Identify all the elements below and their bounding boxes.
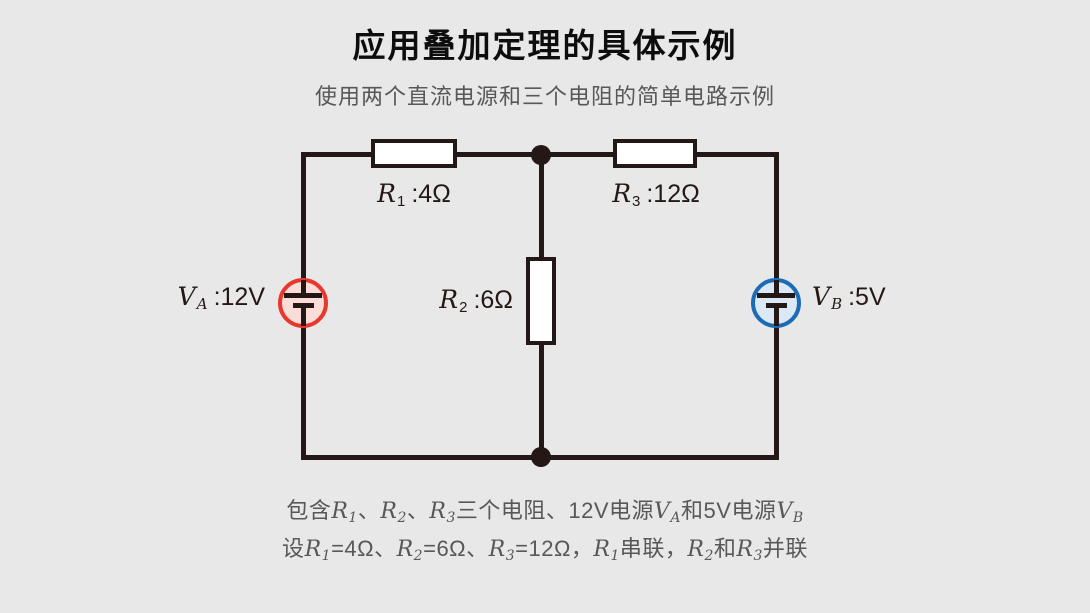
page-title: 应用叠加定理的具体示例 <box>352 27 738 64</box>
label-va: VA :12V <box>130 282 265 319</box>
description-line-1: 包含R1、R2、R3三个电阻、12V电源VA和5V电源VB <box>286 498 804 526</box>
r3-value: :12Ω <box>646 180 700 208</box>
r3-symbol: R <box>612 179 632 208</box>
vb-symbol: V <box>812 282 831 311</box>
r3-subscript: 3 <box>632 193 641 210</box>
vb-battery-plate-long <box>757 293 795 298</box>
r1-symbol: R <box>377 179 396 208</box>
r2-symbol: R <box>439 285 459 314</box>
vb-value: :5V <box>848 283 886 311</box>
va-symbol: V <box>177 282 196 311</box>
node-bottom-junction <box>531 447 551 467</box>
resistor-r3 <box>613 139 697 168</box>
vb-battery-plate-short <box>766 303 787 308</box>
va-subscript: A <box>196 295 208 313</box>
resistor-r1 <box>371 139 457 168</box>
vb-subscript: B <box>831 295 843 313</box>
r2-subscript: 2 <box>459 299 468 316</box>
vb-lead-bottom <box>774 308 779 326</box>
description-line-2: 设R1=4Ω、R2=6Ω、R3=12Ω，R1串联，R2和R3并联 <box>282 536 808 564</box>
va-battery-plate-short <box>293 303 314 308</box>
vb-lead-top <box>774 280 779 294</box>
r2-value: :6Ω <box>473 286 513 314</box>
r1-value: :4Ω <box>411 180 451 208</box>
node-top-junction <box>531 145 551 165</box>
va-lead-bottom <box>301 308 306 326</box>
va-lead-top <box>301 280 306 294</box>
resistor-r2 <box>526 257 556 345</box>
va-battery-plate-long <box>284 293 322 298</box>
r1-subscript: 1 <box>396 193 406 210</box>
label-r2: R2 :6Ω <box>388 285 513 323</box>
label-r1: R1 :4Ω <box>356 179 472 217</box>
label-r3: R3 :12Ω <box>598 179 714 217</box>
va-value: :12V <box>213 283 265 311</box>
label-vb: VB :5V <box>812 282 962 319</box>
page-subtitle: 使用两个直流电源和三个电阻的简单电路示例 <box>314 84 775 109</box>
